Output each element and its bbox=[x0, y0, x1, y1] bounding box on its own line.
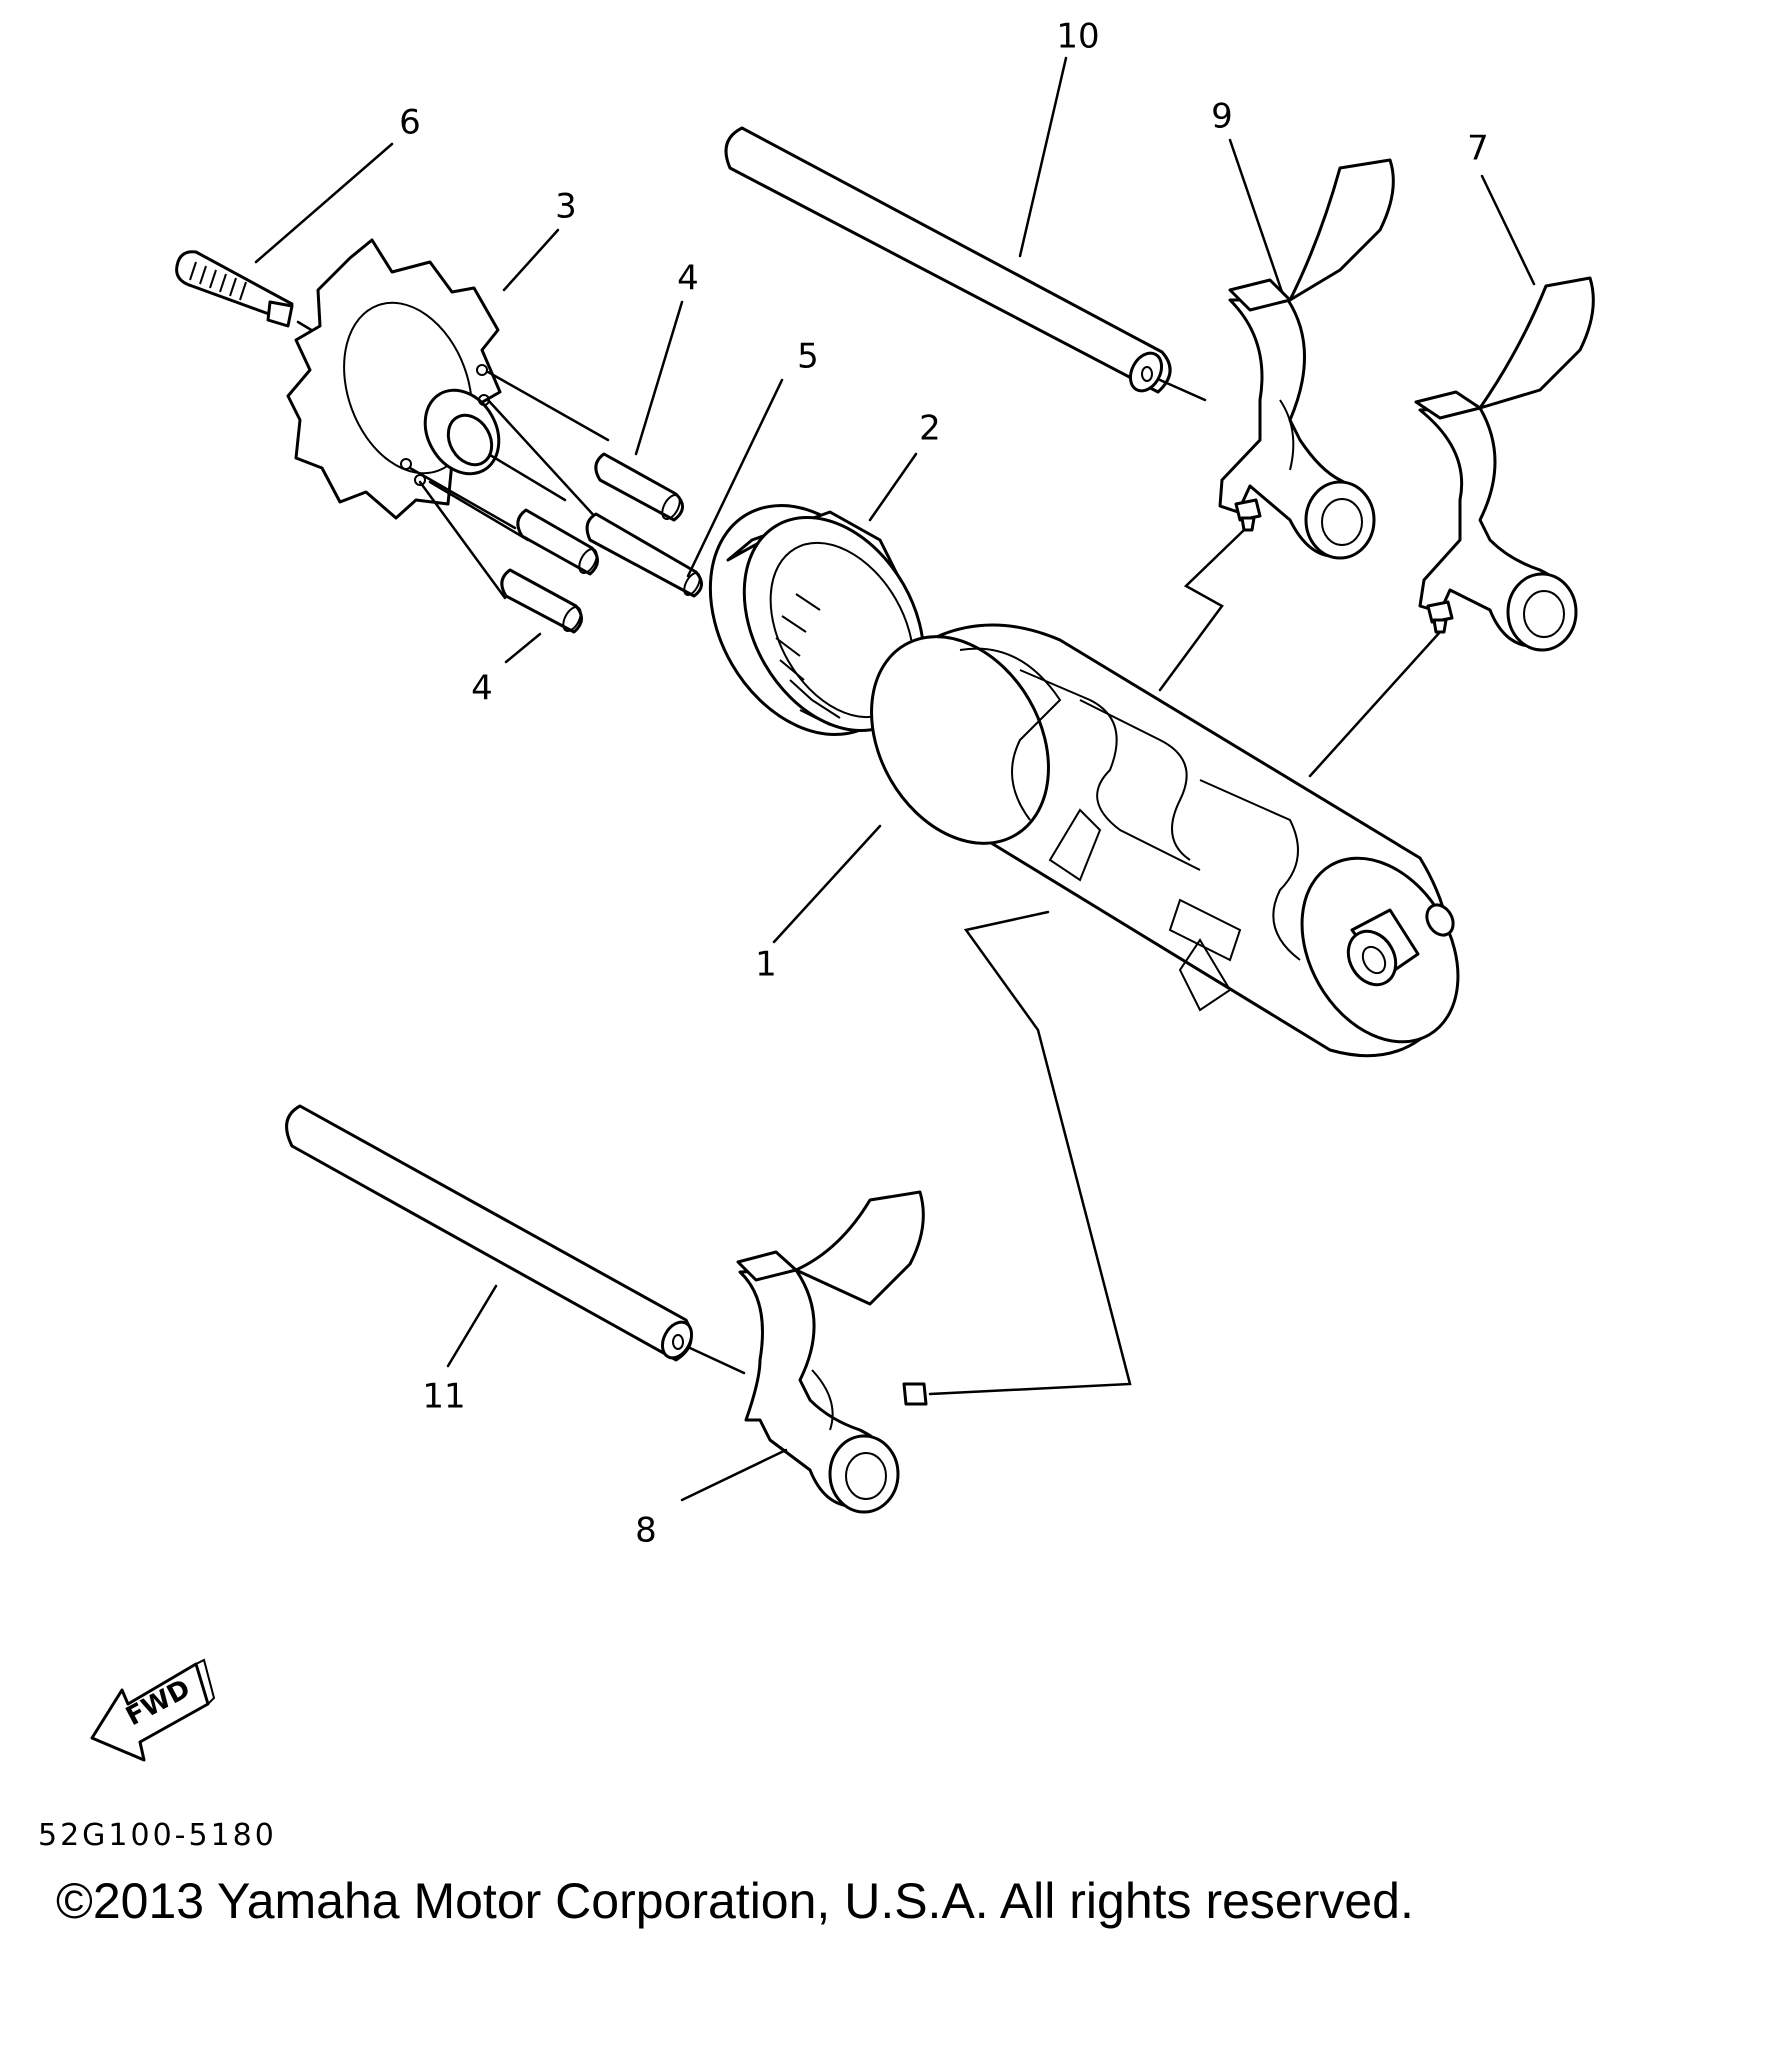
callout-leaders bbox=[254, 56, 1536, 1502]
callout-10: 10 bbox=[1056, 17, 1099, 57]
callout-8: 8 bbox=[635, 1511, 657, 1551]
callout-labels: 10 9 7 6 3 4 5 2 4 1 11 8 bbox=[399, 17, 1489, 1551]
diagram-part-code: 52G100-5180 bbox=[38, 1818, 277, 1853]
guide-bar-lower bbox=[285, 1104, 746, 1375]
segment-plate bbox=[286, 238, 502, 520]
callout-3: 3 bbox=[555, 187, 577, 227]
callout-2: 2 bbox=[919, 409, 941, 449]
callout-6: 6 bbox=[399, 103, 421, 143]
dowel-pin-lower bbox=[500, 568, 583, 634]
callout-5: 5 bbox=[797, 337, 819, 377]
shift-fork-lower bbox=[736, 1190, 928, 1514]
callout-1: 1 bbox=[755, 945, 777, 985]
callout-4-lower: 4 bbox=[471, 669, 493, 709]
guide-bar-upper bbox=[724, 126, 1207, 402]
copyright-notice: ©2013 Yamaha Motor Corporation, U.S.A. A… bbox=[56, 1873, 1414, 1929]
callout-11: 11 bbox=[422, 1377, 465, 1417]
callout-7: 7 bbox=[1467, 129, 1489, 169]
shift-cam bbox=[870, 623, 1460, 1058]
callout-4-upper: 4 bbox=[677, 259, 699, 299]
screw bbox=[175, 250, 320, 336]
callout-9: 9 bbox=[1211, 97, 1233, 137]
pin-guide-lines bbox=[408, 370, 610, 600]
long-pin bbox=[585, 512, 703, 598]
fork-connection-lines bbox=[928, 528, 1442, 1396]
shift-fork-right bbox=[1414, 276, 1595, 652]
dowel-pin-middle bbox=[516, 508, 599, 576]
shift-fork-upper bbox=[1218, 158, 1395, 560]
dowel-pin-upper bbox=[594, 452, 684, 522]
forward-direction-arrow: FWD bbox=[90, 1658, 216, 1762]
